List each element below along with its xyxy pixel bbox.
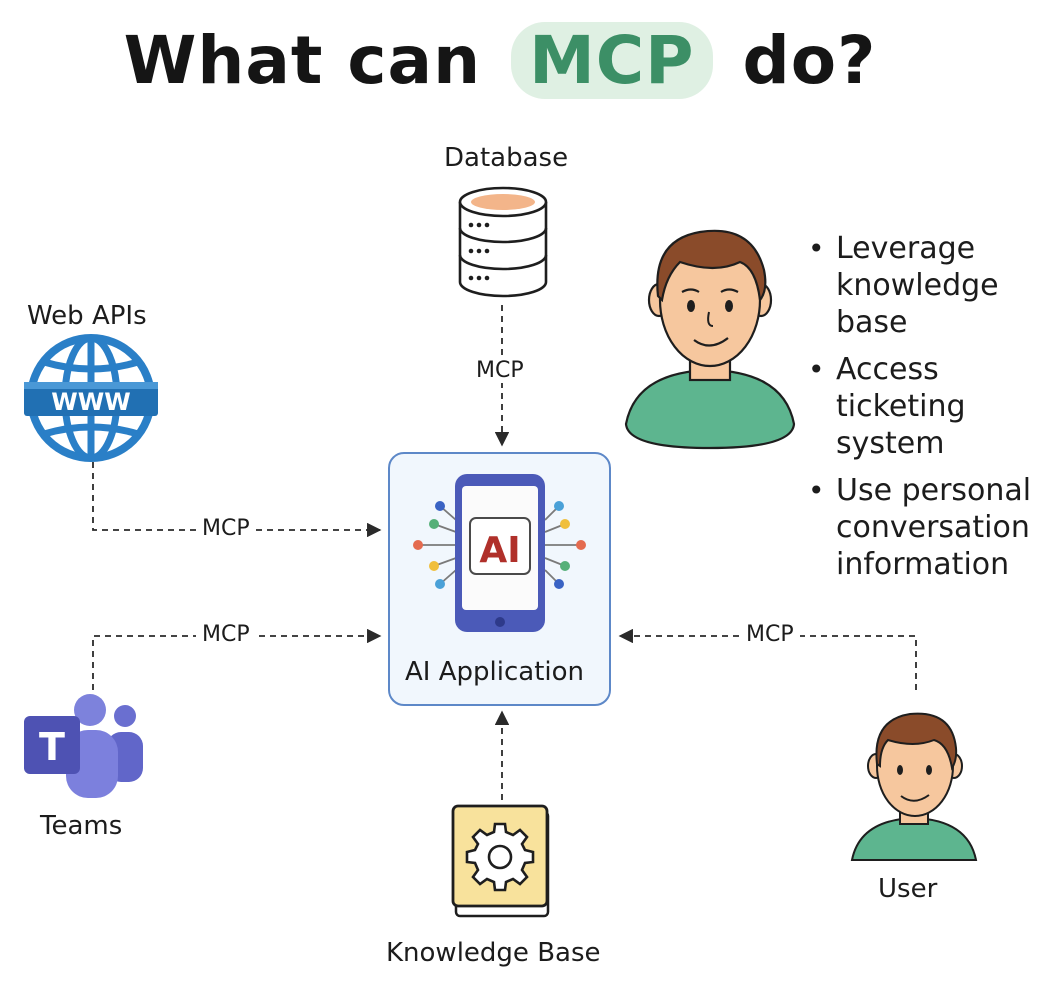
list-item: • Use personal conversation information <box>808 472 1043 583</box>
title-text-after: do? <box>742 22 877 99</box>
globe-icon[interactable]: WWW <box>24 334 158 462</box>
edge-teams <box>92 628 382 690</box>
bullet-text: Access ticketing system <box>836 352 966 461</box>
bullet-dot: • <box>808 232 825 265</box>
database-icon[interactable] <box>458 186 548 298</box>
title-text-before: What can <box>123 22 482 99</box>
bullet-dot: • <box>808 353 825 386</box>
bullet-dot: • <box>808 474 825 507</box>
ai-chip-label: AI <box>479 530 520 571</box>
title-highlight: MCP <box>511 22 713 99</box>
edge-label-teams: MCP <box>196 622 256 647</box>
web-apis-label: Web APIs <box>27 301 147 331</box>
list-item: • Leverage knowledge base <box>808 230 1043 341</box>
capability-list: • Leverage knowledge base • Access ticke… <box>808 230 1043 593</box>
phone-ai-icon[interactable]: AI <box>413 474 586 632</box>
teams-t-letter: T <box>39 725 65 769</box>
database-label: Database <box>444 143 569 173</box>
www-label: WWW <box>51 388 130 416</box>
edge-web-apis <box>92 462 382 538</box>
page-title: What can MCP do? <box>0 22 1000 99</box>
bullet-text: Use personal conversation information <box>836 473 1032 582</box>
book-gear-icon[interactable] <box>451 804 550 918</box>
edge-label-user: MCP <box>740 622 800 647</box>
teams-label: Teams <box>40 811 123 841</box>
ai-application-label: AI Application <box>405 657 584 687</box>
knowledge-base-label: Knowledge Base <box>386 938 601 968</box>
teams-icon[interactable]: T <box>24 694 143 798</box>
bullet-text: Leverage knowledge base <box>836 231 999 340</box>
user-label: User <box>878 874 938 904</box>
person-avatar-icon <box>624 229 796 450</box>
edge-label-database: MCP <box>470 358 530 383</box>
list-item: • Access ticketing system <box>808 351 1043 462</box>
user-avatar-icon[interactable] <box>850 712 978 861</box>
edge-label-web-apis: MCP <box>196 516 256 541</box>
